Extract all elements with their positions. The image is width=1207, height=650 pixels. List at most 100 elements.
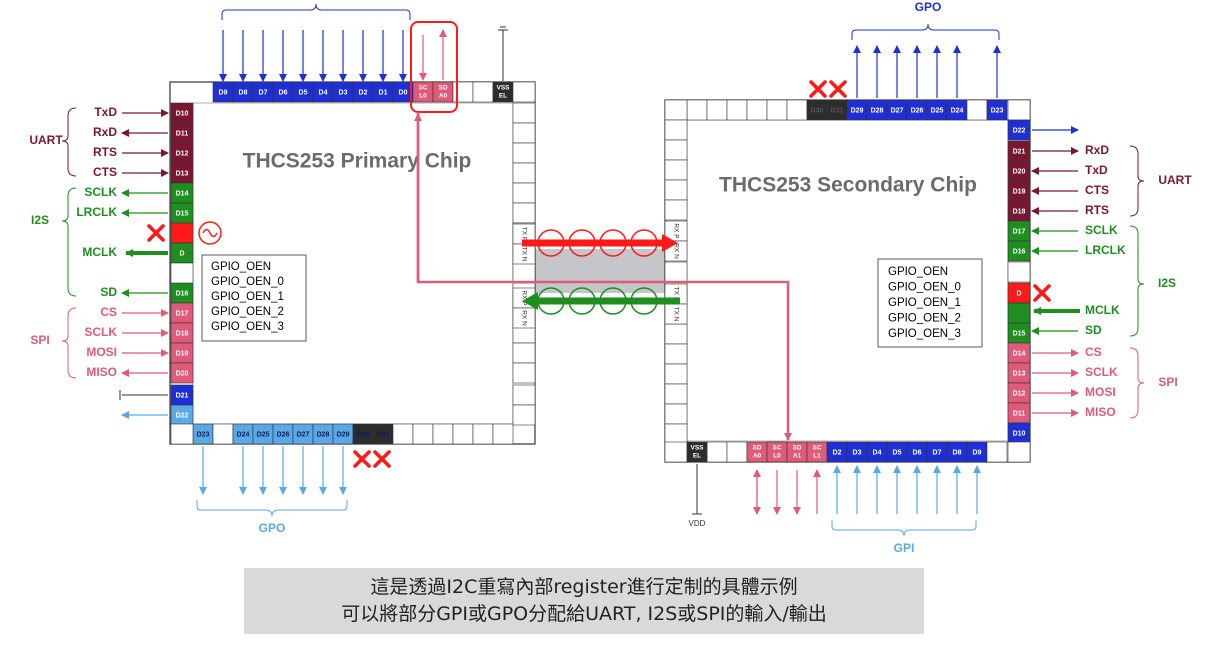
secondary-pin-i2c-3-label-a: SC [812,445,821,452]
secondary-bottom-pin-D6-label: D6 [913,449,922,456]
secondary-vdd-label: VDD [689,519,706,528]
caption-line-1: 這是透過I2C重寫內部register進行定制的具體示例 [370,576,798,598]
secondary-right-pin-0 [1007,119,1031,141]
oscillator-wave [202,228,218,238]
primary-top-pin-D1-label: D1 [379,89,388,96]
primary-right-empty [512,142,536,164]
secondary-pin-i2c-3-label-b: L1 [813,453,821,460]
primary-gpio-label: GPIO_OEN [211,261,271,273]
secondary-gpo-label: GPO [915,0,942,14]
serial-rx-coil [568,287,596,315]
secondary-right-pin-14-label: D10 [1013,430,1026,437]
secondary-bottom-empty [706,441,728,463]
primary-bottom-pin-1 [212,423,234,445]
secondary-group-uart: UART [1158,173,1192,187]
secondary-bottom-pin-D9-label: D9 [973,449,982,456]
primary-bottom-pin-6-label: D28 [317,431,330,438]
secondary-pin-rxp-label: RX P [672,223,679,238]
primary-pin-rxn-label: RX N [520,310,527,326]
secondary-right-pin-2-label: D20 [1013,168,1026,175]
secondary-signal-txd: TxD [1085,163,1108,177]
primary-pin-rxp-label: RX P [520,290,527,305]
secondary-corner [1007,99,1031,121]
secondary-signal-sclk: SCLK [1085,223,1118,237]
secondary-pin-vssel [686,441,708,463]
secondary-uart-brace [1129,145,1145,217]
secondary-group-i2s: I2S [1158,276,1176,290]
secondary-right-pin-0-label: D22 [1013,127,1026,134]
primary-top-empty [512,81,536,103]
primary-right-empty [512,342,536,364]
secondary-top-pin-d23 [986,99,1008,121]
secondary-gpio-box [877,258,983,348]
primary-left-pin-11-label: D19 [176,350,189,357]
secondary-signal-cts: CTS [1085,183,1109,197]
secondary-left-empty [664,179,688,201]
secondary-i2s-brace [1129,225,1145,337]
primary-spi-brace [61,307,77,379]
secondary-pin-txp-label: TX P [672,287,679,301]
secondary-right-pin-10-label: D14 [1013,350,1026,357]
secondary-left-empty [664,343,688,365]
primary-group-i2s: I2S [31,213,49,227]
secondary-left-empty [664,119,688,141]
serial-rx-coil [599,287,627,315]
primary-right-empty [512,202,536,224]
primary-gpio-label: GPIO_OEN_0 [211,276,284,288]
secondary-gpio-label: GPIO_OEN_1 [888,297,961,309]
secondary-right-pin-1-label: D21 [1013,148,1026,155]
serial-tx-coil [568,229,596,257]
secondary-signal-sd: SD [1085,323,1102,337]
primary-left-pin-12-label: D20 [176,370,189,377]
primary-right-empty [512,384,536,406]
primary-right-empty [512,182,536,204]
primary-pin-rxn [512,307,536,329]
secondary-gpio-label: GPIO_OEN_2 [888,313,961,325]
primary-i2c-highlight [410,21,458,113]
secondary-left-empty [664,139,688,161]
primary-signal-sd: SD [100,285,117,299]
secondary-pin-txn-label: TX N [672,307,679,322]
secondary-pin-i2c-0-label-b: A0 [753,453,762,460]
primary-signal-sclk: SCLK [84,185,117,199]
primary-top-pin-D4-label: D4 [319,89,328,96]
secondary-x-mark [1033,284,1051,302]
primary-signal-cts: CTS [93,165,117,179]
secondary-right-pin-7 [1007,261,1031,283]
primary-bottom-empty [472,423,494,445]
secondary-right-pin-8-label: D [1016,290,1021,297]
primary-chip-title: THCS253 Primary Chip [243,150,472,173]
secondary-right-pin-6-label: D16 [1013,248,1026,255]
primary-right-empty [512,122,536,144]
primary-bottom-pin-4-label: D26 [277,431,290,438]
primary-bottom-pin-5-label: D27 [297,431,310,438]
secondary-top-empty [686,99,708,121]
primary-group-uart: UART [29,133,63,147]
secondary-left-empty [664,363,688,385]
secondary-top-empty [786,99,808,121]
primary-top-pin-D3-label: D3 [339,89,348,96]
primary-left-pin-13-label: D21 [176,392,189,399]
primary-signal-txd: TxD [94,105,117,119]
primary-corner [170,423,194,445]
primary-right-empty [512,162,536,184]
primary-right-empty [512,362,536,384]
secondary-top-pin-D25-label: D25 [931,107,944,114]
primary-top-pin-D7-label: D7 [259,89,268,96]
secondary-top-empty [706,99,728,121]
primary-pin-sda0-label-a: SD [438,85,447,92]
secondary-signal-rts: RTS [1085,203,1109,217]
primary-top-empty [472,81,494,103]
primary-left-pin-10-label: D18 [176,330,189,337]
secondary-bottom-pin-D7-label: D7 [933,449,942,456]
primary-left-pin-12 [170,362,194,384]
secondary-pin-i2c-1-label-a: SC [772,445,781,452]
primary-pin-scl0-label-a: SC [418,85,427,92]
secondary-right-pin-5-label: D17 [1013,228,1026,235]
secondary-left-empty [664,199,688,221]
secondary-signal-mosi: MOSI [1085,385,1116,399]
secondary-top-empty [746,99,768,121]
secondary-signal-sclk: SCLK [1085,365,1118,379]
